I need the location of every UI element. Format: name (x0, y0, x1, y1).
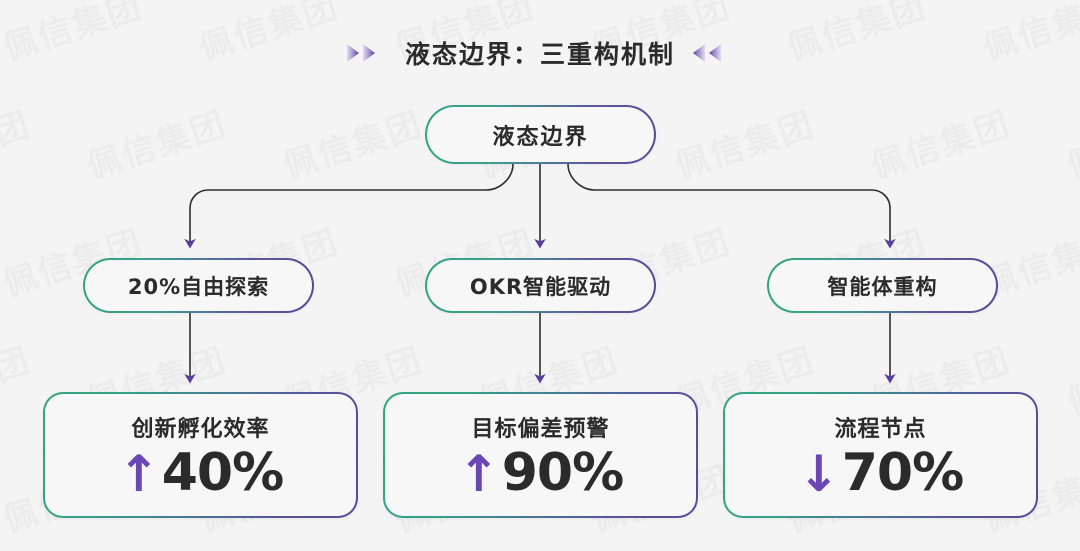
double-chevron-left-icon (691, 41, 735, 65)
watermark-text: 佩信集团 (80, 97, 232, 188)
outcome-card-2-metric: ↓ 70% (797, 443, 964, 503)
outcome-card-1-value: 90% (501, 443, 624, 503)
double-chevron-right-icon (345, 41, 389, 65)
outcome-card-0[interactable]: 创新孵化效率 ↑ 40% (43, 392, 358, 518)
arrow-up-icon: ↑ (117, 445, 160, 503)
watermark-text: 佩信集团 (1060, 97, 1080, 188)
outcome-card-1[interactable]: 目标偏差预警 ↑ 90% (383, 392, 698, 518)
node-branch-1-label: OKR智能驱动 (469, 274, 612, 299)
outcome-card-2-title: 流程节点 (834, 417, 927, 442)
outcome-card-0-metric: ↑ 40% (117, 443, 284, 503)
arrow-down-icon: ↓ (797, 445, 840, 503)
outcome-card-1-metric: ↑ 90% (457, 443, 624, 503)
node-root-label: 液态边界 (492, 124, 589, 150)
node-branch-0[interactable]: 20%自由探索 (83, 258, 314, 313)
connector-root-to-branch-0 (184, 163, 514, 249)
node-root[interactable]: 液态边界 (425, 105, 656, 164)
node-branch-2[interactable]: 智能体重构 (767, 258, 998, 313)
node-branch-0-label: 20%自由探索 (127, 274, 270, 299)
connector-root-to-branch-2 (567, 163, 896, 249)
outcome-card-2[interactable]: 流程节点 ↓ 70% (723, 392, 1038, 518)
outcome-card-1-title: 目标偏差预警 (471, 417, 610, 442)
watermark-text: 佩信集团 (0, 333, 36, 424)
outcome-card-0-value: 40% (161, 443, 284, 503)
watermark-text: 佩信集团 (1060, 333, 1080, 424)
outcome-card-0-title: 创新孵化效率 (131, 417, 270, 442)
node-branch-2-label: 智能体重构 (827, 274, 938, 299)
watermark-text: 佩信集团 (864, 97, 1016, 188)
arrow-up-icon: ↑ (457, 445, 500, 503)
node-branch-1[interactable]: OKR智能驱动 (425, 258, 656, 313)
outcome-card-2-value: 70% (841, 443, 964, 503)
title-text: 液态边界：三重构机制 (404, 40, 675, 69)
watermark-text: 佩信集团 (0, 97, 36, 188)
watermark-text: 佩信集团 (276, 97, 428, 188)
watermark-text: 佩信集团 (668, 97, 820, 188)
page-title: 液态边界：三重构机制 (0, 32, 1080, 74)
